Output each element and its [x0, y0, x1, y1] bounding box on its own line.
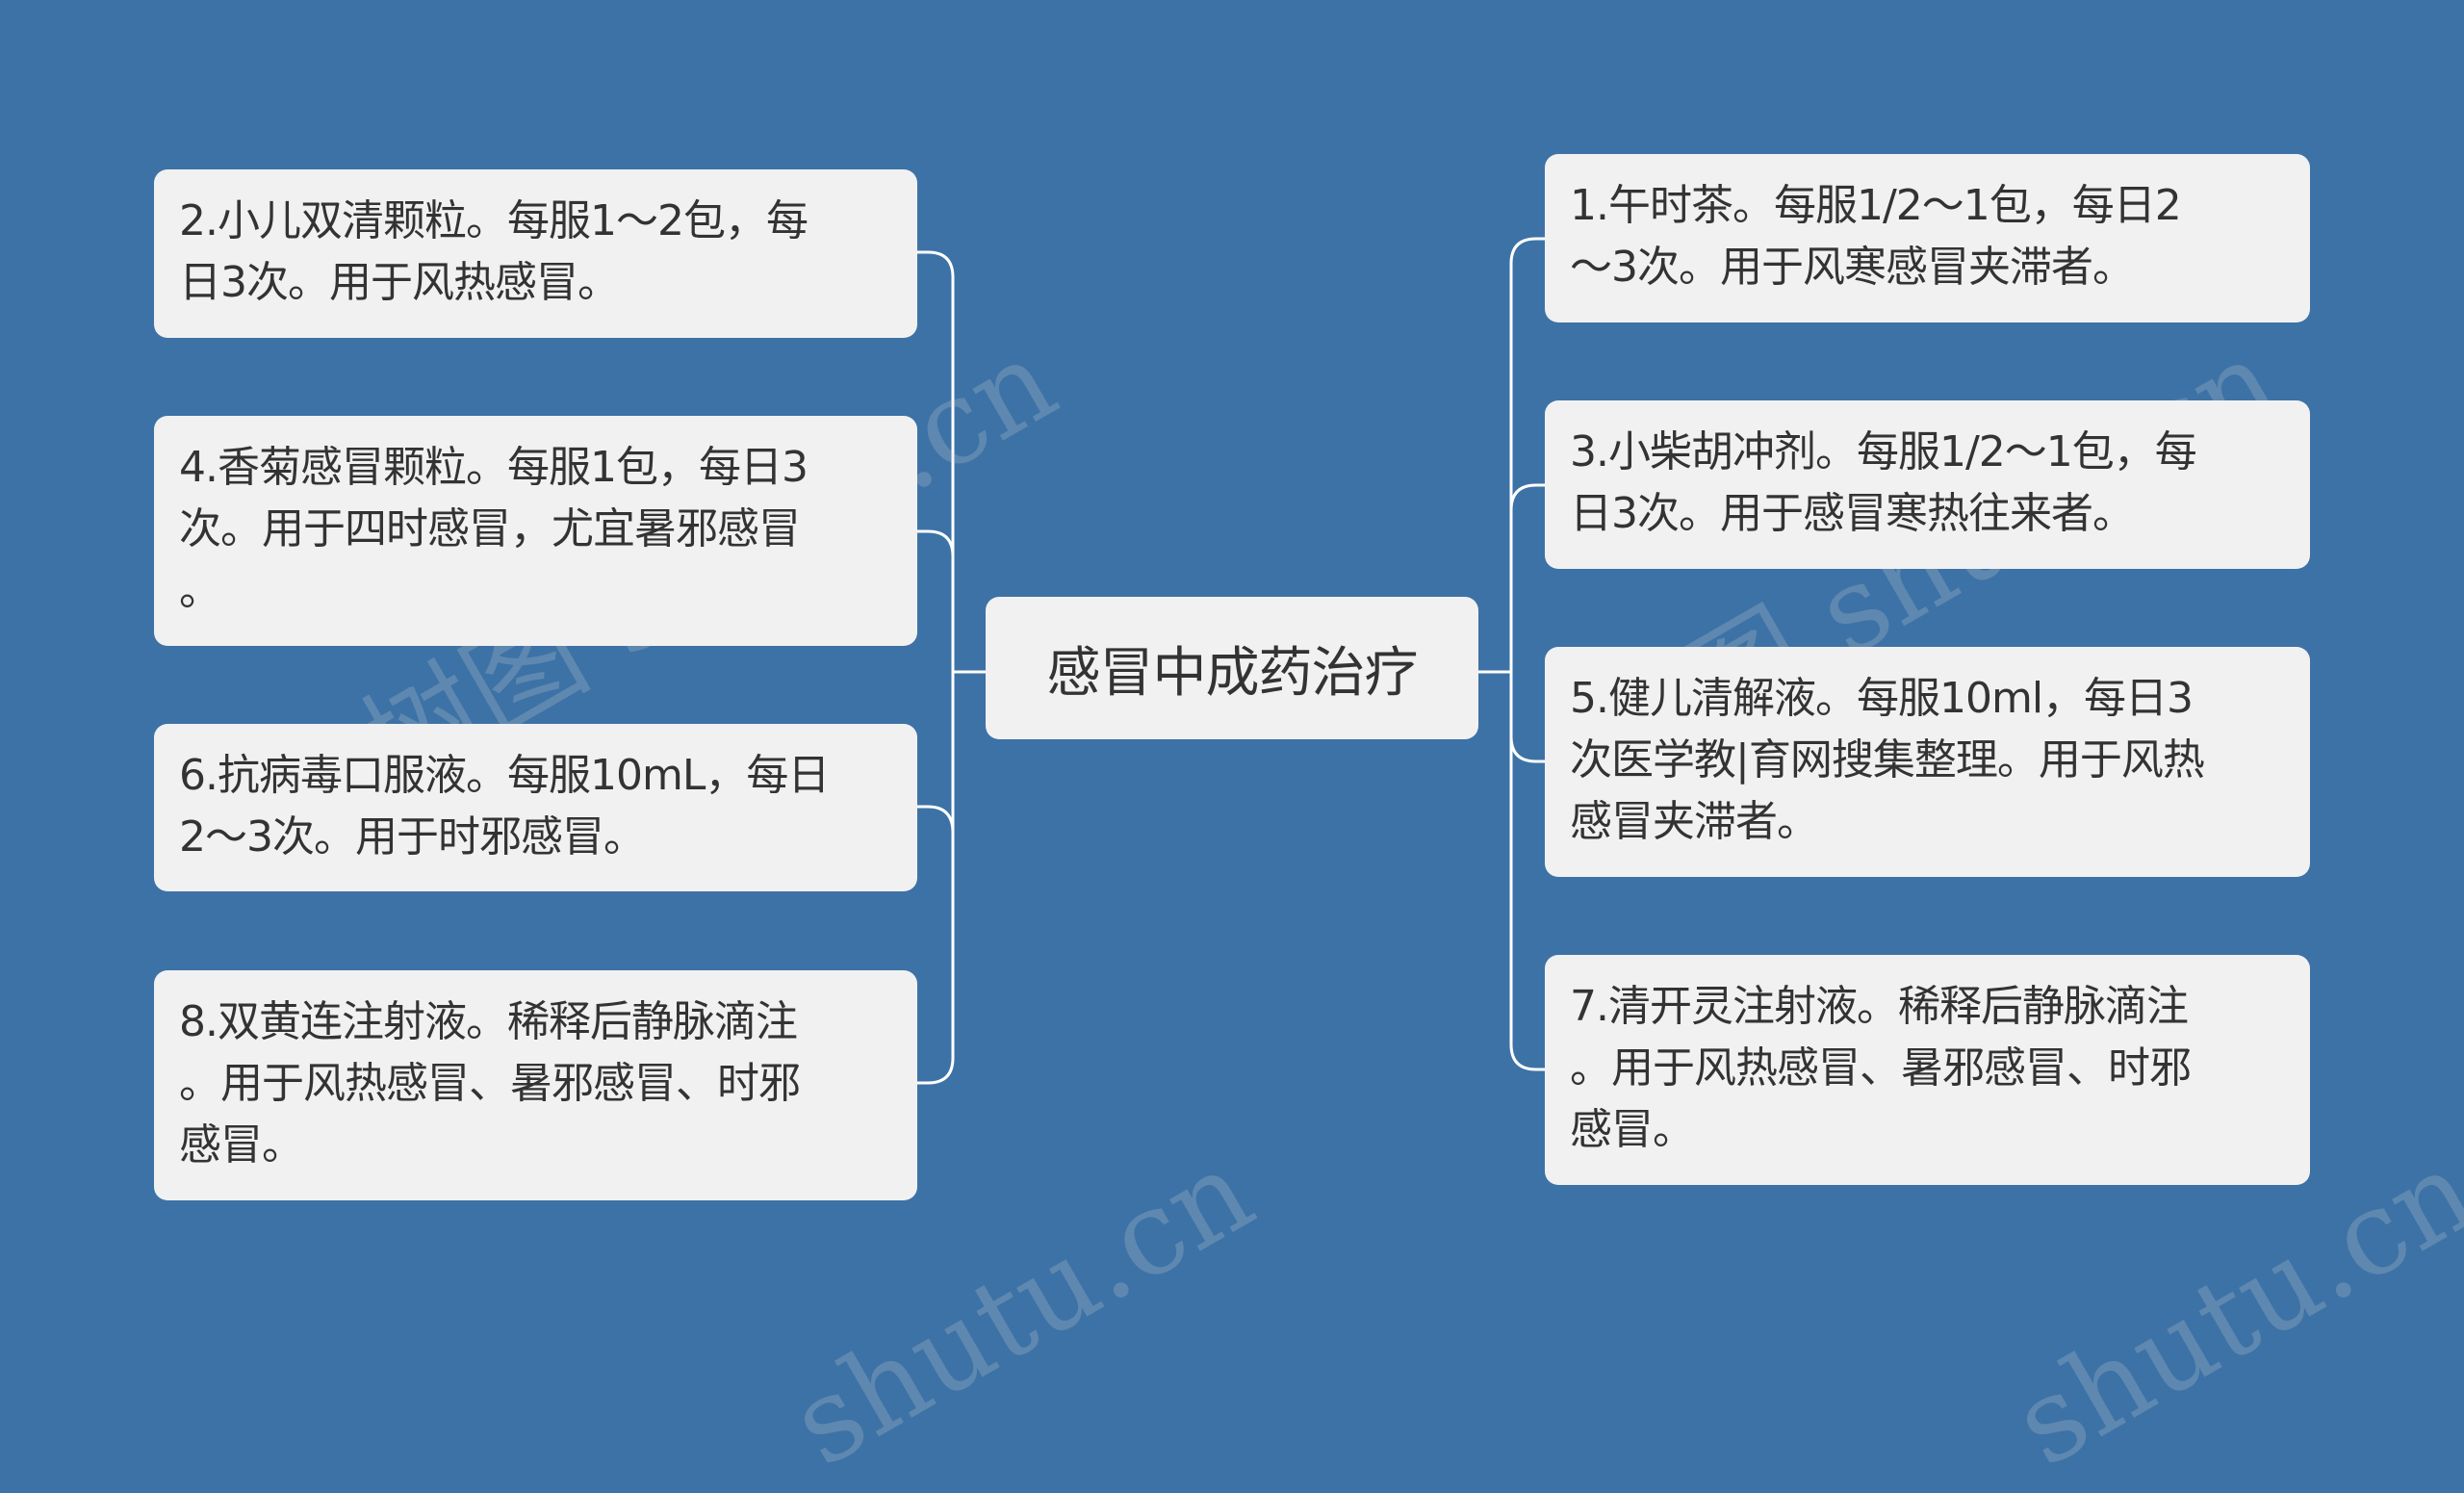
- connector-left-1: [917, 250, 955, 672]
- connector-left-4: [917, 672, 955, 1085]
- central-topic-label: 感冒中成药治疗: [1046, 641, 1419, 705]
- connector-right-2: [1509, 483, 1545, 672]
- topic-node-1[interactable]: 1.午时茶。每服1/2～1包，每日2 ～3次。用于风寒感冒夹滞者。: [1545, 154, 2310, 322]
- connector-left-3: [917, 672, 955, 834]
- central-topic[interactable]: 感冒中成药治疗: [986, 597, 1478, 739]
- connector-right-3: [1509, 672, 1545, 763]
- topic-node-7[interactable]: 7.清开灵注射液。稀释后静脉滴注 。用于风热感冒、暑邪感冒、时邪 感冒。: [1545, 955, 2310, 1185]
- topic-node-4[interactable]: 4.香菊感冒颗粒。每服1包，每日3 次。用于四时感冒，尤宜暑邪感冒 。: [154, 416, 917, 646]
- connector-right-1: [1509, 237, 1545, 672]
- topic-node-2[interactable]: 2.小儿双清颗粒。每服1～2包，每 日3次。用于风热感冒。: [154, 169, 917, 338]
- topic-node-6[interactable]: 6.抗病毒口服液。每服10mL，每日 2～3次。用于时邪感冒。: [154, 724, 917, 891]
- topic-node-5[interactable]: 5.健儿清解液。每服10ml，每日3 次医学教|育网搜集整理。用于风热 感冒夹滞…: [1545, 647, 2310, 877]
- topic-node-3[interactable]: 3.小柴胡冲剂。每服1/2～1包，每 日3次。用于感冒寒热往来者。: [1545, 400, 2310, 569]
- connector-right-4: [1509, 672, 1545, 1071]
- topic-node-8[interactable]: 8.双黄连注射液。稀释后静脉滴注 。用于风热感冒、暑邪感冒、时邪 感冒。: [154, 970, 917, 1200]
- connector-lines: [917, 237, 1545, 1085]
- connector-left-2: [917, 529, 955, 672]
